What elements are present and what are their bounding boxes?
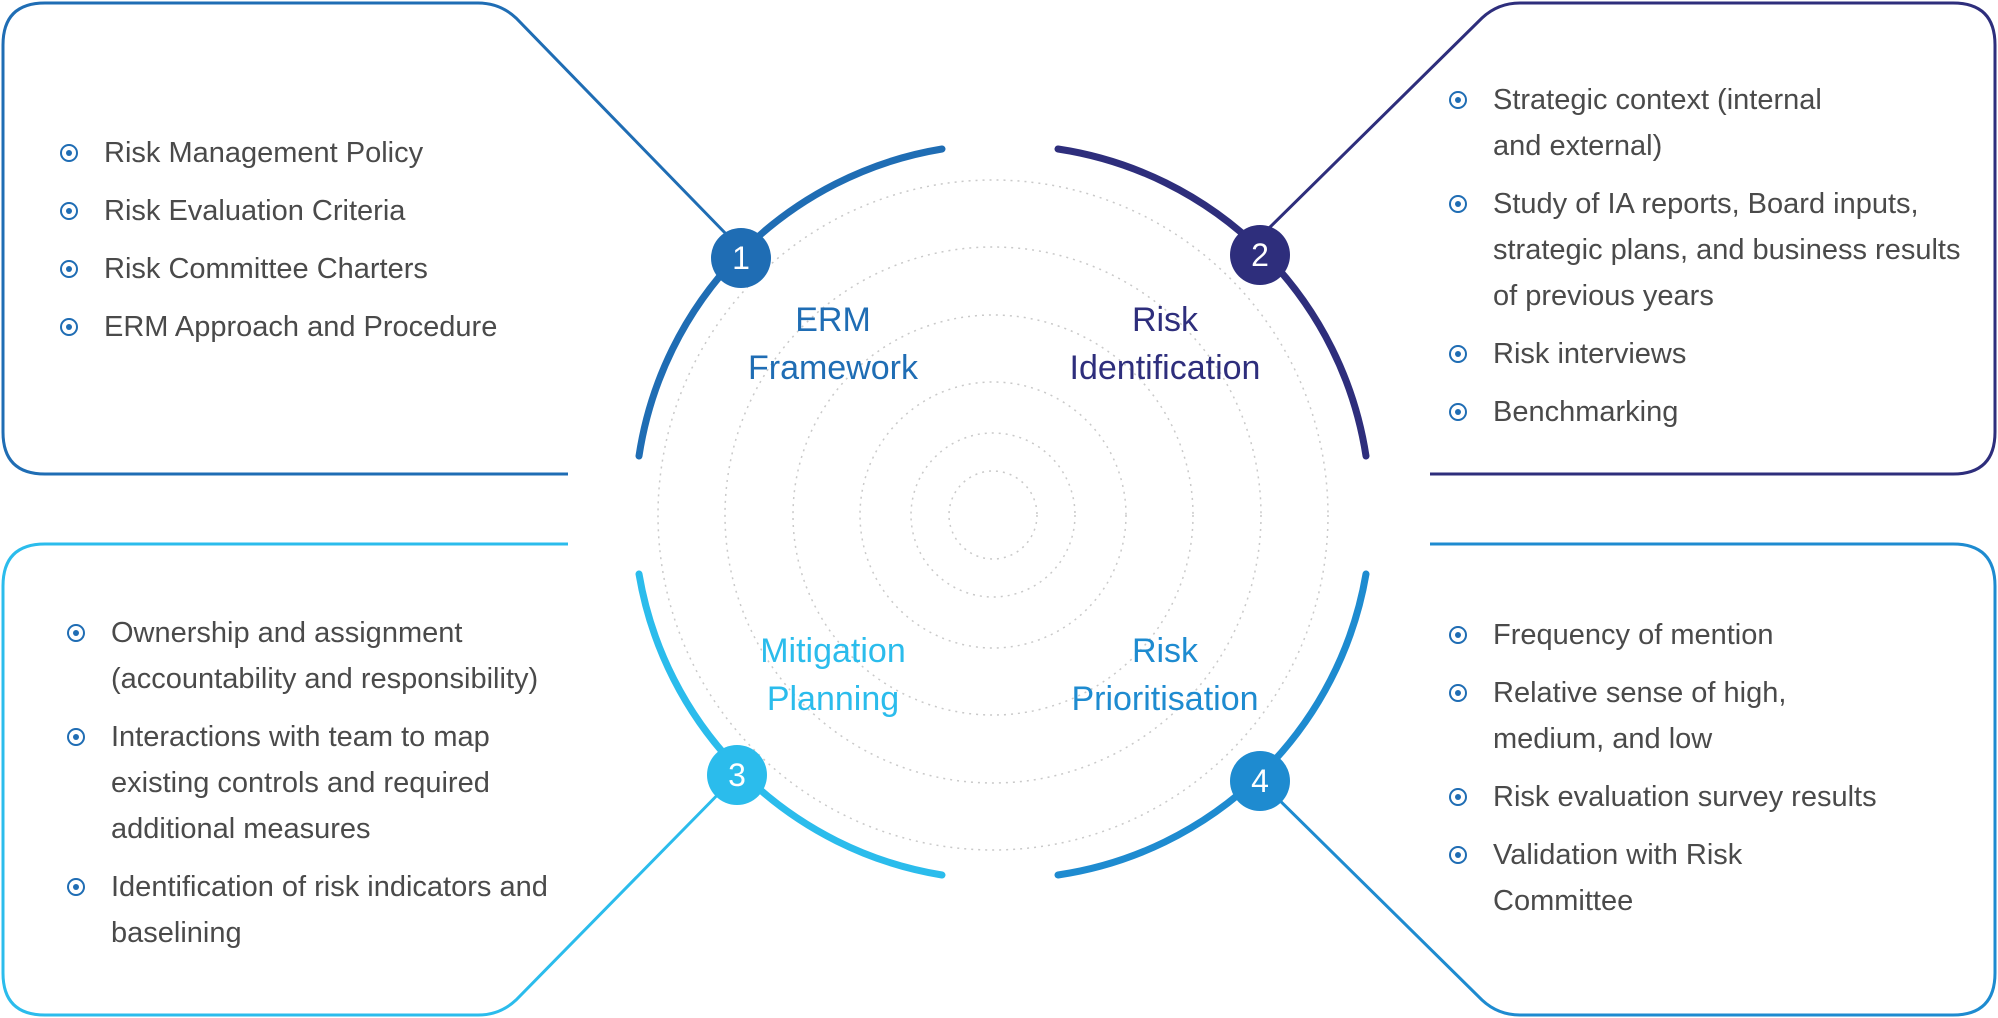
arc-q4 (1054, 570, 1370, 879)
list-item: Interactions with team to map existing c… (67, 714, 551, 852)
target-bullet-icon (1449, 626, 1467, 644)
panel-1-list: Risk Management Policy Risk Evaluation C… (60, 130, 580, 350)
step-number-4: 4 (1230, 751, 1290, 811)
list-item-text: ERM Approach and Procedure (104, 311, 498, 343)
list-item-text: Risk Management Policy (104, 137, 424, 169)
list-item: Ownership and assignment (accountability… (67, 610, 611, 702)
list-item-text: Risk Committee Charters (104, 253, 428, 285)
target-bullet-icon (60, 260, 78, 278)
list-item: Study of IA reports, Board inputs, strat… (1449, 181, 1983, 319)
target-bullet-icon (1449, 345, 1467, 363)
list-item-text: Identification of risk indicators and ba… (111, 871, 548, 949)
panel-2-outline (1258, 1, 1997, 476)
ring-2 (724, 246, 1262, 784)
list-item: Strategic context (internal and external… (1449, 77, 1833, 169)
quadrant-title-4: Risk Prioritisation (1035, 627, 1295, 723)
quadrant-title-3-line1: Mitigation (760, 632, 906, 670)
list-item: Risk Management Policy (60, 130, 580, 176)
target-bullet-icon (1449, 684, 1467, 702)
panel-2-list: Strategic context (internal and external… (1449, 77, 1969, 435)
list-item: Risk interviews (1449, 331, 1969, 377)
quadrant-title-3: Mitigation Planning (703, 627, 963, 723)
list-item: Benchmarking (1449, 389, 1969, 435)
list-item-text: Interactions with team to map existing c… (111, 721, 490, 845)
step-number-1: 1 (711, 228, 771, 288)
panel-3-outline (1, 542, 739, 1017)
list-item: Relative sense of high, medium, and low (1449, 670, 1873, 762)
step-number-3: 3 (707, 745, 767, 805)
panel-mitigation-planning: Ownership and assignment (accountability… (67, 610, 607, 968)
quadrant-title-2: Risk Identification (1035, 296, 1295, 392)
quadrant-title-2-line1: Risk (1131, 301, 1199, 339)
quadrant-title-4-line2: Prioritisation (1071, 680, 1259, 718)
list-item-text: Study of IA reports, Board inputs, strat… (1493, 188, 1961, 312)
target-bullet-icon (1449, 91, 1467, 109)
quadrant-title-4-line1: Risk (1131, 632, 1199, 670)
target-bullet-icon (60, 144, 78, 162)
target-bullet-icon (60, 202, 78, 220)
list-item-text: Frequency of mention (1493, 619, 1774, 651)
target-bullet-icon (1449, 403, 1467, 421)
list-item: Validation with Risk Committee (1449, 832, 1833, 924)
list-item-text: Strategic context (internal and external… (1493, 84, 1822, 162)
quadrant-title-2-line2: Identification (1069, 349, 1261, 387)
panel-3-list: Ownership and assignment (accountability… (67, 610, 607, 956)
list-item-text: Risk evaluation survey results (1493, 781, 1877, 813)
ring-3 (792, 314, 1194, 716)
list-item-text: Relative sense of high, medium, and low (1493, 677, 1787, 755)
concentric-rings (657, 179, 1329, 851)
panel-erm-framework: Risk Management Policy Risk Evaluation C… (60, 130, 580, 362)
panel-1-outline (1, 1, 731, 476)
ring-1 (657, 179, 1329, 851)
step-number-2: 2 (1230, 225, 1290, 285)
list-item-text: Validation with Risk Committee (1493, 839, 1743, 917)
quadrant-title-3-line2: Planning (766, 680, 900, 718)
ring-5 (910, 432, 1076, 598)
target-bullet-icon (1449, 846, 1467, 864)
target-bullet-icon (1449, 788, 1467, 806)
list-item: Risk Committee Charters (60, 246, 580, 292)
quadrant-title-1-line1: ERM (795, 301, 871, 339)
list-item-text: Risk Evaluation Criteria (104, 195, 406, 227)
panel-risk-identification: Strategic context (internal and external… (1449, 77, 1969, 447)
ring-6 (948, 470, 1038, 560)
list-item: Frequency of mention (1449, 612, 1969, 658)
target-bullet-icon (67, 878, 85, 896)
quadrant-title-1: ERM Framework (703, 296, 963, 392)
ring-4 (859, 381, 1127, 649)
list-item-text: Ownership and assignment (accountability… (111, 617, 539, 695)
panel-risk-prioritisation: Frequency of mention Relative sense of h… (1449, 612, 1969, 936)
target-bullet-icon (67, 624, 85, 642)
target-bullet-icon (60, 318, 78, 336)
quadrant-title-1-line2: Framework (747, 349, 919, 387)
list-item-text: Risk interviews (1493, 338, 1687, 370)
panel-4-list: Frequency of mention Relative sense of h… (1449, 612, 1969, 924)
target-bullet-icon (1449, 195, 1467, 213)
list-item: Identification of risk indicators and ba… (67, 864, 571, 956)
list-item: Risk evaluation survey results (1449, 774, 1969, 820)
target-bullet-icon (67, 728, 85, 746)
list-item-text: Benchmarking (1493, 396, 1679, 428)
list-item: ERM Approach and Procedure (60, 304, 580, 350)
panel-4-outline (1258, 542, 1997, 1017)
list-item: Risk Evaluation Criteria (60, 188, 580, 234)
